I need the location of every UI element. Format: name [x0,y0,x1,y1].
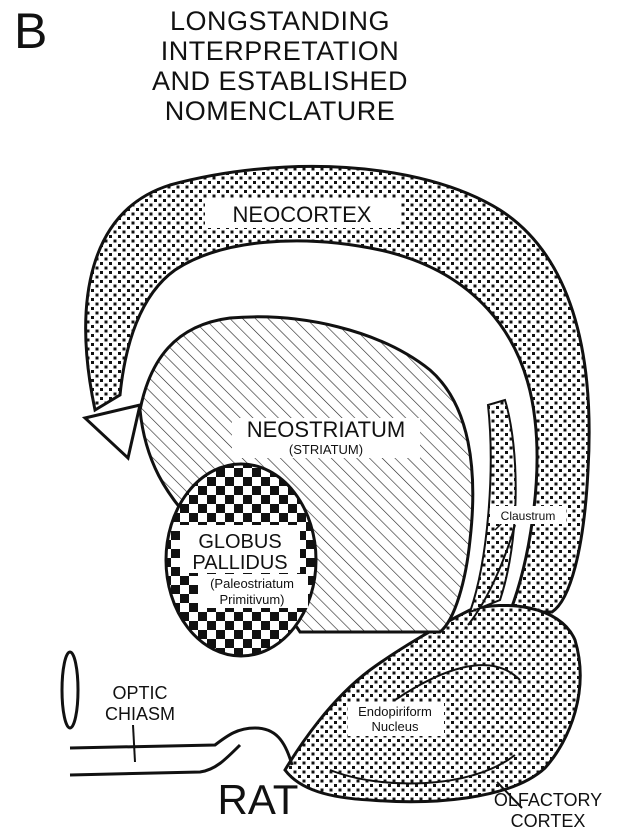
optic-chiasm-line [70,745,240,775]
neocortex-label: NEOCORTEX [233,202,372,227]
claustrum-label: Claustrum [501,509,556,523]
paleostriatum-label: (Paleostriatum [210,576,294,591]
primitivum-label: Primitivum) [220,592,285,607]
striatum-label: (STRIATUM) [289,442,363,457]
ventral-surface-line [70,728,292,765]
endopiriform-label: Endopiriform [358,704,432,719]
species-label: RAT [218,776,299,823]
chiasm-label: CHIASM [105,704,175,724]
nucleus-label: Nucleus [372,719,419,734]
optic-label: OPTIC [112,683,167,703]
neostriatum-label: NEOSTRIATUM [247,417,405,442]
globus-label: GLOBUS [198,531,281,553]
optic-chiasm-pointer [133,725,135,762]
cortex-label: CORTEX [511,811,586,831]
olfactory-label: OLFACTORY [494,790,602,810]
pallidus-label: PALLIDUS [192,552,287,574]
optic-chiasm-oval [62,652,78,728]
lateral-ventricle [85,405,140,458]
